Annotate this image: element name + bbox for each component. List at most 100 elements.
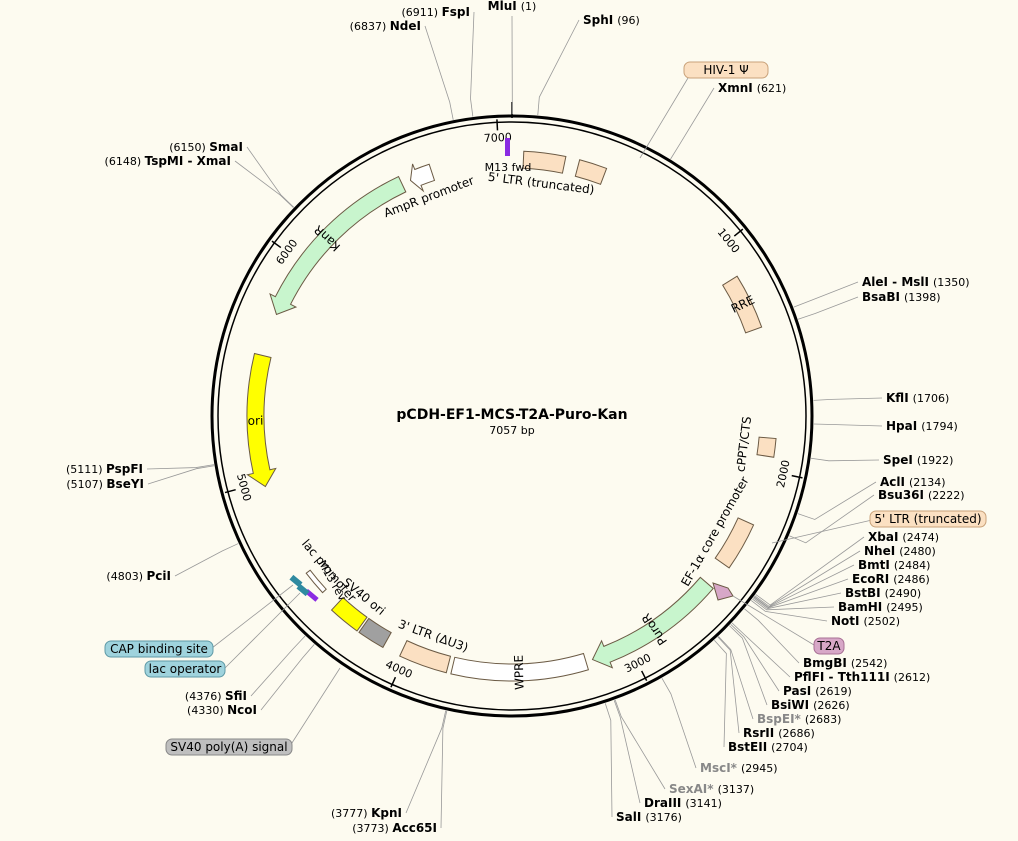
ruler-label: 1000 bbox=[715, 226, 743, 256]
site-pcii: (4803) PciI bbox=[106, 569, 171, 583]
site-leader-xmni bbox=[670, 87, 715, 160]
site-leader-lines bbox=[146, 11, 883, 829]
site-nhei: NheI(2480) bbox=[864, 544, 936, 558]
feature-ori bbox=[246, 352, 277, 488]
site-leader-bmgbi bbox=[744, 608, 800, 664]
site-leader-ndei bbox=[424, 25, 454, 120]
site-leader-ncoi bbox=[260, 644, 315, 711]
site-pspfi: (5111) PspFI bbox=[66, 462, 143, 476]
feature-ampr-promoter bbox=[409, 163, 436, 193]
site-pflfi-tth111i: PflFI - Tth111I(2612) bbox=[794, 670, 930, 684]
site-leader-bstbi bbox=[752, 592, 842, 610]
site-leader-bspei bbox=[718, 636, 754, 720]
site-msci: MscI*(2945) bbox=[700, 761, 778, 775]
site-bmti: BmtI(2484) bbox=[858, 558, 930, 572]
site-sexai: SexAI*(3137) bbox=[669, 782, 754, 796]
site-leader-nhei bbox=[754, 550, 861, 607]
site-bsabi: BsaBI(1398) bbox=[862, 290, 941, 304]
ruler-tick bbox=[640, 670, 648, 682]
site-leader-msci bbox=[661, 677, 697, 769]
site-leader-tspmi-xmai bbox=[234, 160, 294, 208]
site-ecori: EcoRI(2486) bbox=[852, 572, 930, 586]
feature-puror bbox=[591, 576, 714, 669]
svg-text:T2A: T2A bbox=[816, 639, 841, 653]
feature-sv40-ori bbox=[330, 596, 368, 632]
site-leader-spei bbox=[810, 457, 880, 462]
callout-t2a: T2A bbox=[732, 595, 845, 655]
site-leader-kpni bbox=[405, 710, 447, 814]
site-spei: SpeI(1922) bbox=[883, 453, 953, 467]
site-leader-acli bbox=[797, 481, 877, 520]
site-tspmi-xmai: (6148) TspMI - XmaI bbox=[105, 154, 231, 168]
site-sfii: (4376) SfiI bbox=[185, 689, 247, 703]
site-bstbi: BstBI(2490) bbox=[845, 586, 921, 600]
site-kpni: (3777) KpnI bbox=[331, 806, 402, 820]
callout-cap-binding-site: CAP binding site bbox=[104, 584, 294, 658]
site-xbai: XbaI(2474) bbox=[868, 530, 939, 544]
m13-fwd-primer bbox=[505, 138, 510, 156]
feature-kanr bbox=[269, 175, 407, 316]
feature-label-cppt-cts: cPPT/CTS bbox=[733, 416, 754, 473]
site-leader-smai bbox=[246, 146, 295, 208]
site-ndei: (6837) NdeI bbox=[350, 19, 421, 33]
plasmid-size: 7057 bp bbox=[489, 424, 534, 437]
site-acc65i: (3773) Acc65I bbox=[352, 821, 437, 835]
site-ncoi: (4330) NcoI bbox=[187, 703, 257, 717]
feature-hiv-1-psi bbox=[574, 159, 608, 185]
site-leader-bsu36i bbox=[789, 494, 875, 544]
ruler-tick bbox=[271, 240, 282, 249]
site-leader-xbai bbox=[755, 536, 865, 606]
site-pasi: PasI(2619) bbox=[783, 684, 852, 698]
site-leader-hpai bbox=[813, 423, 883, 427]
site-leader-acc65i bbox=[440, 710, 448, 829]
site-leader-fspi bbox=[470, 11, 475, 117]
feature-cppt-cts bbox=[756, 436, 777, 458]
site-leader-sphi bbox=[537, 19, 580, 116]
feature-sv40-poly-a-signal bbox=[358, 617, 392, 649]
ruler-tick bbox=[733, 228, 744, 237]
svg-text:CAP binding site: CAP binding site bbox=[110, 642, 208, 656]
t2a-feature bbox=[712, 582, 734, 601]
feature-3-ltr-du3 bbox=[399, 639, 452, 674]
site-leader-sexai bbox=[614, 699, 666, 790]
site-leader-rsrii bbox=[717, 636, 740, 734]
site-leader-bamhi bbox=[752, 598, 835, 611]
site-kfli: KflI(1706) bbox=[886, 391, 949, 405]
site-noti: NotI(2502) bbox=[831, 614, 900, 628]
site-leader-noti bbox=[750, 600, 828, 622]
feature-5-ltr-truncated bbox=[522, 150, 567, 174]
ruler-tick bbox=[390, 676, 397, 688]
svg-text:HIV-1 Ψ: HIV-1 Ψ bbox=[703, 63, 748, 77]
feature-label-wpre: WPRE bbox=[512, 655, 527, 690]
svg-text:lac operator: lac operator bbox=[149, 662, 222, 676]
ruler-label: 4000 bbox=[383, 658, 414, 681]
svg-text:5' LTR (truncated): 5' LTR (truncated) bbox=[874, 512, 981, 526]
site-leader-draiii bbox=[613, 700, 641, 804]
site-mlui: MluI(1) bbox=[488, 0, 537, 13]
site-bamhi: BamHI(2495) bbox=[838, 600, 923, 614]
callout-5ltr-truncated: 5' LTR (truncated) bbox=[771, 510, 987, 544]
feature-lac-promoter bbox=[305, 569, 327, 594]
site-leader-ecori bbox=[753, 578, 849, 609]
site-bsteii: BstEII(2704) bbox=[728, 740, 808, 754]
feature-rre bbox=[721, 275, 763, 334]
site-leader-pflfi-tth111i bbox=[731, 622, 791, 678]
site-alei-msli: AleI - MslI(1350) bbox=[862, 275, 970, 289]
feature-label-ori: ori bbox=[248, 414, 264, 428]
site-leader-sfii bbox=[250, 635, 306, 697]
site-sphi: SphI(96) bbox=[583, 13, 640, 27]
restriction-sites: MluI(1)SphI(96)XmnI(621)AleI - MslI(1350… bbox=[66, 0, 970, 835]
m13-fwd-label: M13 fwd bbox=[485, 161, 532, 174]
site-leader-kfli bbox=[813, 397, 883, 401]
site-bspei: BspEI*(2683) bbox=[757, 712, 841, 726]
callout-hiv1-psi: HIV-1 Ψ bbox=[639, 61, 769, 159]
feature-wpre bbox=[450, 652, 590, 682]
feature-ef-1a-core-promoter bbox=[714, 517, 755, 569]
site-bsu36i: Bsu36I(2222) bbox=[878, 488, 965, 502]
site-bmgbi: BmgBI(2542) bbox=[803, 656, 887, 670]
site-acli: AclI(2134) bbox=[880, 475, 946, 489]
callout-sv40-polya: SV40 poly(A) signal bbox=[165, 667, 341, 756]
site-leader-sali bbox=[604, 703, 613, 818]
svg-text:SV40 poly(A) signal: SV40 poly(A) signal bbox=[170, 740, 287, 754]
